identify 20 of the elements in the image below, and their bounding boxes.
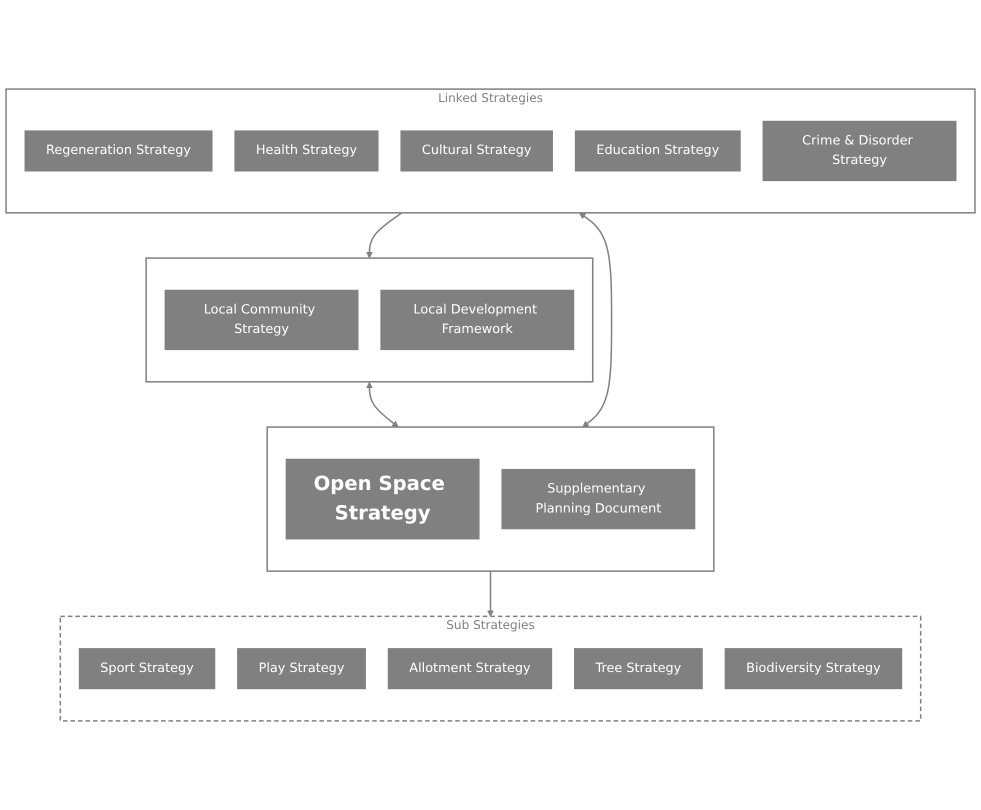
node-box: Cultural Strategy — [400, 130, 553, 172]
cluster — [145, 257, 594, 383]
node-box: Play Strategy — [237, 648, 366, 690]
node-box: Allotment Strategy — [388, 648, 552, 690]
arrow — [579, 212, 612, 428]
node-box: Local Community Strategy — [164, 290, 358, 350]
node-box: Biodiversity Strategy — [724, 648, 902, 690]
node-box: Sport Strategy — [78, 648, 216, 690]
node-box: Crime & Disorder Strategy — [762, 120, 956, 182]
node-box: Open Space Strategy — [286, 458, 480, 540]
arrow — [366, 212, 402, 258]
cluster — [266, 426, 715, 572]
node-box: Tree Strategy — [574, 648, 703, 690]
arrow — [487, 571, 494, 617]
node-box: Regeneration Strategy — [24, 130, 213, 172]
arrow — [366, 382, 399, 428]
node-box: Education Strategy — [574, 130, 741, 172]
node-box: Health Strategy — [234, 130, 379, 172]
node-box: Supplementary Planning Document — [501, 468, 696, 530]
node-box: Local Development Framework — [380, 290, 574, 350]
